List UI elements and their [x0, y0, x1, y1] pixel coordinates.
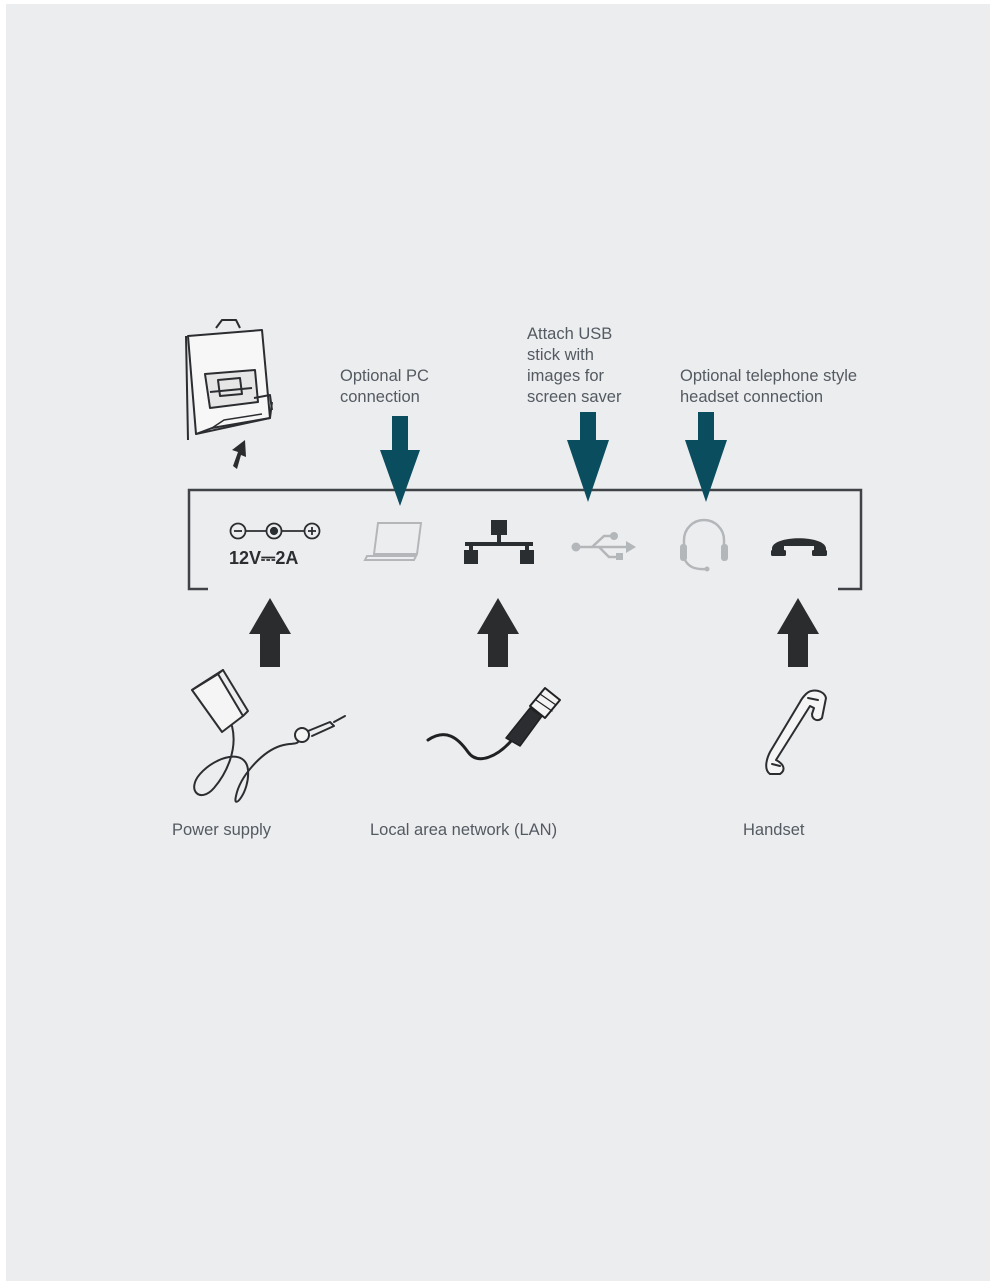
usb-icon — [571, 532, 636, 560]
headset-label: Optional telephone style headset connect… — [680, 367, 858, 406]
handset-arrow — [777, 598, 819, 667]
optional-pc-label: Optional PC connection — [340, 367, 429, 406]
lan-arrow — [477, 598, 519, 667]
stand-arrow — [232, 440, 246, 469]
page-background: 12V⎓2A — [6, 4, 990, 1281]
port-panel — [187, 488, 863, 591]
power-supply-illustration — [191, 669, 346, 803]
handset-label: Handset — [743, 821, 805, 839]
headset-icon — [680, 518, 728, 572]
power-arrow — [249, 598, 291, 667]
usb-label: Attach USB stick with images for screen … — [527, 325, 622, 406]
desk-stand-illustration — [185, 319, 273, 441]
network-icon — [464, 520, 534, 564]
connection-diagram: 12V⎓2A — [185, 319, 863, 803]
usb-arrow — [567, 412, 609, 502]
lan-cable-illustration — [426, 687, 561, 761]
power-rating-text: 12V⎓2A — [229, 548, 298, 568]
handset-icon — [771, 538, 827, 556]
lan-label: Local area network (LAN) — [370, 821, 558, 839]
power-supply-label: Power supply — [172, 821, 272, 839]
laptop-icon — [363, 522, 423, 561]
power-port-icon — [229, 522, 321, 540]
pc-arrow — [380, 416, 420, 506]
handset-illustration — [765, 689, 827, 775]
headset-arrow — [685, 412, 727, 502]
